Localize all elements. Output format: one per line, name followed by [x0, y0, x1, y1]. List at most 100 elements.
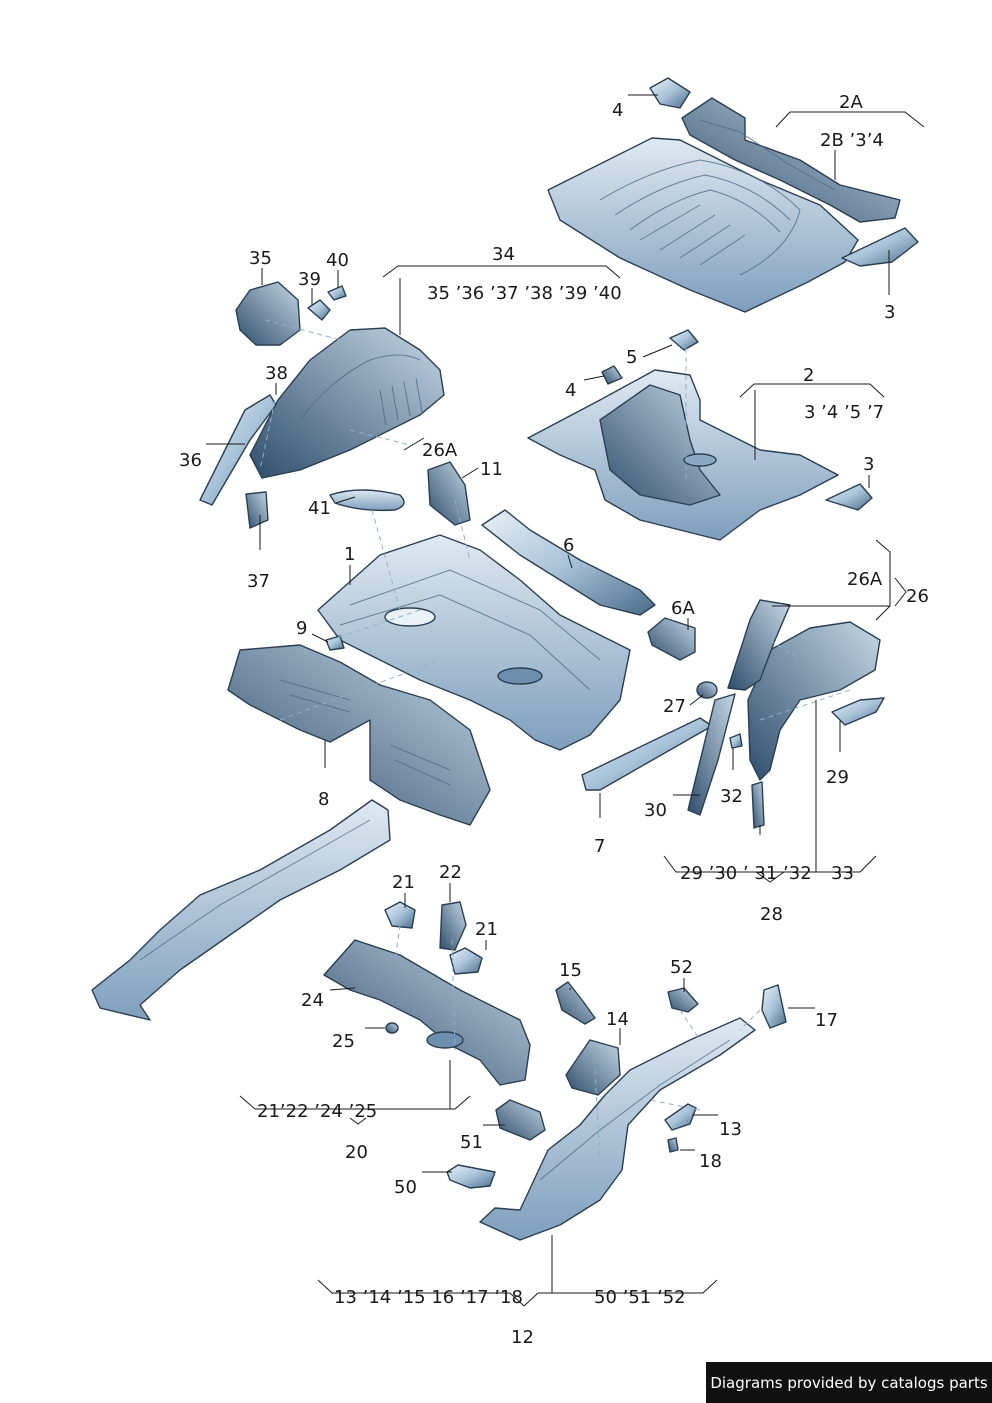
callout-2: 2	[803, 365, 814, 386]
callout-3: 3	[884, 302, 895, 323]
main-floor-pan	[317, 534, 631, 751]
bracket-4-top	[649, 77, 691, 109]
bracket-15	[555, 981, 596, 1025]
callout-20: 20	[345, 1142, 368, 1163]
cross-member-20	[323, 939, 531, 1086]
pillar-36	[199, 394, 277, 506]
bracket-14	[565, 1039, 621, 1096]
bracket-29	[831, 697, 885, 726]
strut-tower-35	[235, 281, 301, 346]
bracket-21b	[449, 947, 483, 975]
sill-7	[581, 717, 713, 791]
luggage-floor	[527, 369, 839, 541]
bracket-31	[751, 781, 765, 829]
callout-26A-right: 26A	[847, 569, 883, 590]
bracket-17	[761, 984, 787, 1029]
callout-36: 36	[179, 450, 202, 471]
callout-30: 30	[644, 800, 667, 821]
longitudinal-member-12	[479, 1017, 756, 1241]
callout-22: 22	[439, 862, 462, 883]
callout-29: 29	[826, 767, 849, 788]
callout-2A: 2A	[839, 92, 863, 113]
callout-41: 41	[308, 498, 331, 519]
callout-33: 33	[831, 863, 854, 884]
sill-6	[481, 509, 656, 616]
bracket-22	[439, 901, 467, 951]
callout-3-mid: 3	[863, 454, 874, 475]
bracket-27	[696, 681, 718, 699]
callout-5: 5	[626, 347, 637, 368]
callout-50: 50	[394, 1177, 417, 1198]
callout-12-list-a: 13 ’14 ’15 16 ’17 ’18	[334, 1287, 523, 1308]
callout-8: 8	[318, 789, 329, 810]
callout-12: 12	[511, 1327, 534, 1348]
pillar-26	[727, 599, 791, 691]
bracket-51	[495, 1099, 546, 1141]
callout-21: 21	[392, 872, 415, 893]
bolt-25	[385, 1022, 399, 1034]
watermark-banner: Diagrams provided by catalogs parts	[706, 1362, 992, 1403]
callout-2B-list: 2B ’3’4	[820, 130, 884, 151]
callout-14: 14	[606, 1009, 629, 1030]
front-longitudinal-member	[91, 799, 391, 1021]
callout-21-right: 21	[475, 919, 498, 940]
bracket-21a	[384, 901, 416, 929]
callout-4-mid: 4	[565, 380, 576, 401]
bracket-52	[667, 987, 699, 1013]
callout-28: 28	[760, 904, 783, 925]
bracket-5	[669, 329, 699, 351]
bracket-6A	[647, 617, 696, 661]
left-wheel-housing	[249, 327, 445, 479]
bracket-13	[664, 1103, 697, 1131]
callout-7: 7	[594, 836, 605, 857]
callout-11: 11	[480, 459, 503, 480]
callout-35: 35	[249, 248, 272, 269]
callout-17: 17	[815, 1010, 838, 1031]
callout-1: 1	[344, 544, 355, 565]
callout-6: 6	[563, 535, 574, 556]
callout-26A: 26A	[422, 440, 458, 461]
rear-floor-pan	[547, 137, 859, 313]
bracket-9	[325, 635, 345, 651]
callout-27: 27	[663, 696, 686, 717]
front-floor-8	[227, 644, 491, 826]
callout-15: 15	[559, 960, 582, 981]
callout-34: 34	[492, 244, 515, 265]
callout-4: 4	[612, 100, 623, 121]
assembly-lines	[259, 319, 851, 1161]
callout-2-list: 3 ’4 ’5 ’7	[804, 402, 884, 423]
callout-25: 25	[332, 1031, 355, 1052]
right-wheel-housing	[747, 621, 881, 781]
callout-40: 40	[326, 250, 349, 271]
callout-52: 52	[670, 957, 693, 978]
callout-32: 32	[720, 786, 743, 807]
bracket-18	[667, 1137, 679, 1153]
callout-6A: 6A	[671, 598, 695, 619]
bracket-3-mid	[825, 483, 873, 511]
plate-41	[329, 489, 405, 512]
callout-13: 13	[719, 1119, 742, 1140]
callout-20-list: 21’22 ’24 ’25	[257, 1101, 377, 1122]
rear-cross-member	[681, 97, 901, 223]
callout-18: 18	[699, 1151, 722, 1172]
callout-9: 9	[296, 618, 307, 639]
callout-26: 26	[906, 586, 929, 607]
bracket-4-mid	[601, 365, 623, 385]
callout-39: 39	[298, 269, 321, 290]
bracket-39-40	[307, 285, 347, 321]
bracket-50	[446, 1164, 496, 1189]
callout-28-list: 29 ’30 ’ 31 ’32	[680, 863, 812, 884]
bracket-37	[245, 491, 269, 529]
callout-34-list: 35 ’36 ’37 ’38 ’39 ’40	[427, 283, 622, 304]
bracket-3-top	[841, 227, 919, 267]
bracket-32	[729, 733, 743, 749]
callout-37: 37	[247, 571, 270, 592]
callout-51: 51	[460, 1132, 483, 1153]
callout-24: 24	[301, 990, 324, 1011]
leader-lines	[206, 94, 925, 1307]
bracket-11	[427, 461, 471, 526]
callout-38: 38	[265, 363, 288, 384]
pillar-30	[687, 693, 736, 816]
callout-12-list-b: 50 ’51 ’52	[594, 1287, 686, 1308]
